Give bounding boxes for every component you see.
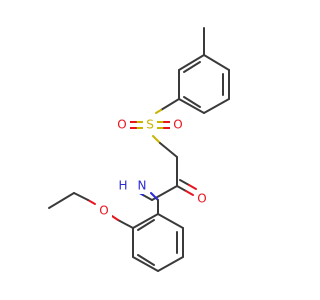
atom-label-o: O: [173, 118, 182, 132]
ring-bond: [178, 54, 205, 71]
atom-label-o: O: [117, 118, 126, 132]
atom-sulfonyl-oxygen-right: O: [170, 118, 186, 132]
molecule-structure: S O O N H O O: [48, 27, 230, 272]
atom-carbonyl-oxygen: O: [194, 192, 210, 206]
atom-sulfonyl-oxygen-left: O: [114, 118, 130, 132]
ether-ethyl-bond: [87, 199, 96, 205]
tolyl-ring: [178, 54, 230, 114]
aryl-ether-bond: [117, 219, 134, 229]
aryl-sulfur-bond: [155, 109, 162, 114]
carbonyl-double-bond: [188, 184, 197, 190]
amide-bond: [142, 194, 153, 201]
ethyl-bond: [48, 192, 75, 209]
ring-bond: [157, 256, 184, 272]
ring-double-bond: [137, 254, 155, 266]
ring-bond: [203, 98, 230, 114]
ethoxyphenyl-ring: [132, 213, 184, 272]
aryl-sulfur-bond: [160, 98, 180, 111]
atom-label-o: O: [99, 204, 108, 218]
carbonyl-double-bond: [185, 190, 194, 196]
atom-amide-hydrogen: H: [118, 179, 127, 193]
ring-bond: [132, 256, 159, 272]
atom-ether-oxygen: O: [96, 204, 112, 218]
ring-bond: [132, 213, 159, 229]
sulfur-methylene-bond: [159, 142, 178, 158]
ring-bond: [203, 54, 230, 71]
carbonyl-double-bond: [176, 185, 187, 192]
atom-label-h: H: [118, 179, 127, 193]
atom-amide-nitrogen: N: [135, 178, 149, 194]
atom-sulfur: S: [143, 118, 157, 132]
atom-label-o: O: [197, 192, 206, 206]
atom-label-s: S: [146, 118, 154, 132]
nitrogen-aryl-bond: [150, 192, 159, 201]
sulfur-methylene-bond: [152, 135, 161, 144]
carbonyl-double-bond: [179, 179, 190, 186]
ring-double-bond: [183, 96, 201, 108]
ether-ethyl-bond: [73, 192, 89, 201]
ring-double-bond: [137, 219, 155, 231]
molecule-canvas: S O O N H O O: [48, 27, 230, 272]
ring-bond: [157, 213, 184, 229]
ring-bond: [178, 98, 205, 114]
aryl-ether-bond: [111, 215, 119, 221]
atom-label-n: N: [138, 179, 147, 193]
ring-double-bond: [183, 61, 201, 73]
